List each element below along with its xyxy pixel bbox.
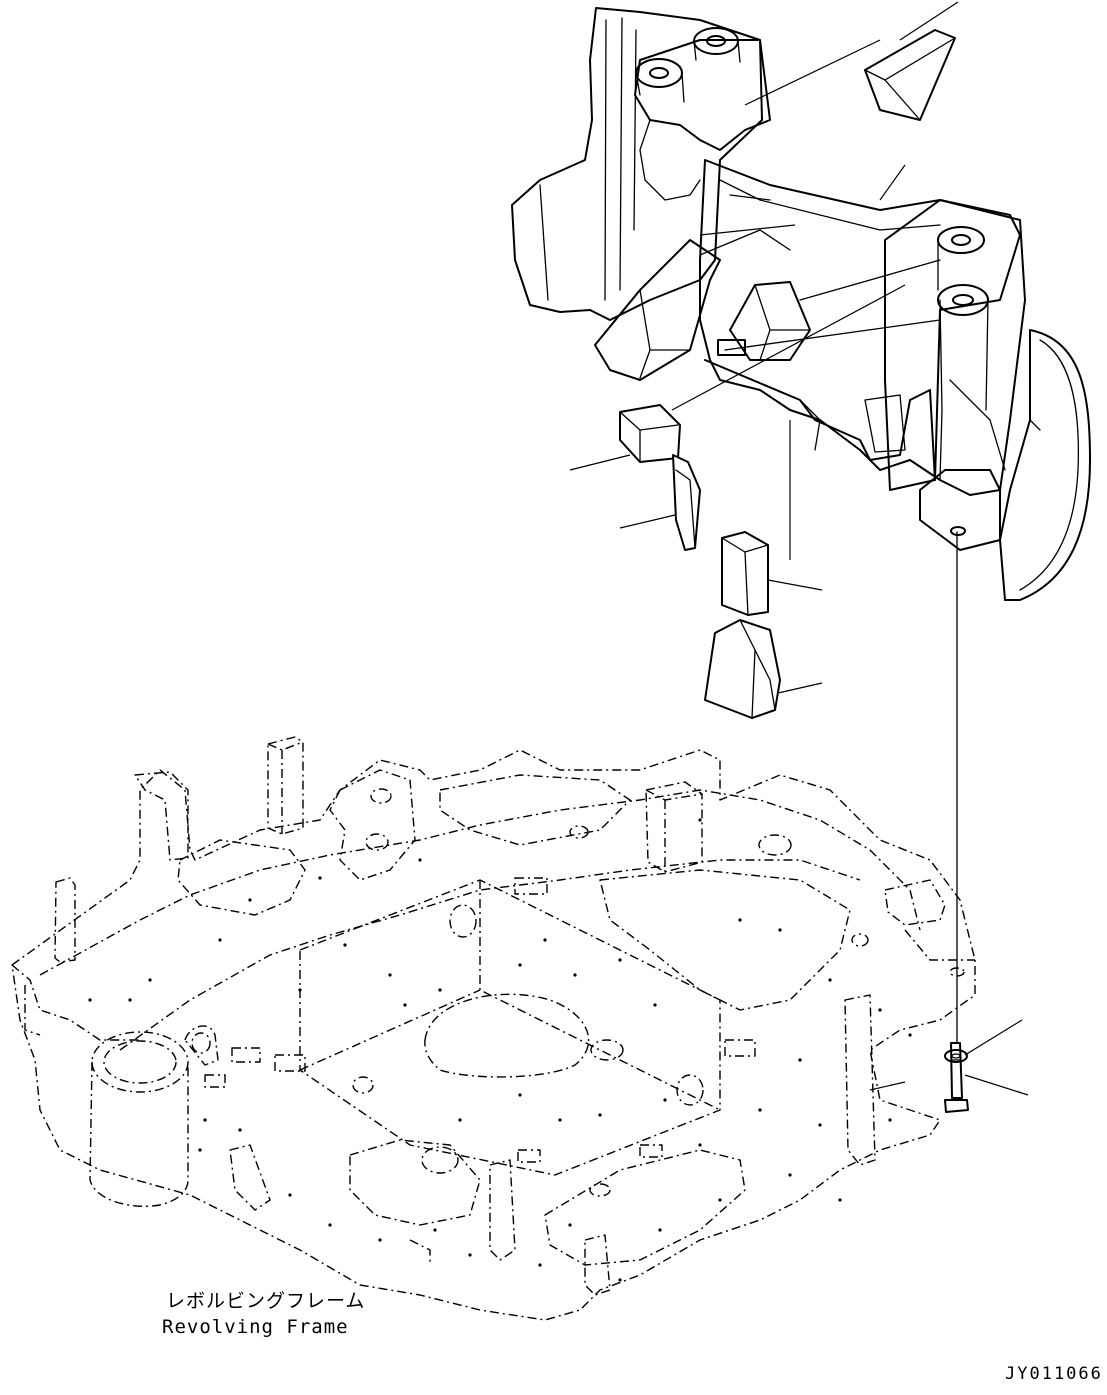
bolt bbox=[944, 1042, 969, 1113]
upper-assembly bbox=[511, 7, 1091, 601]
rivet-dots bbox=[88, 818, 912, 1282]
spacer-block-1 bbox=[619, 404, 681, 463]
leader-lines bbox=[569, 1, 1031, 1096]
drawing-code: JY011066 bbox=[1005, 1364, 1103, 1384]
revolving-frame bbox=[11, 736, 976, 1321]
spacer-block-2 bbox=[721, 531, 769, 616]
caption-english: Revolving Frame bbox=[162, 1316, 349, 1338]
wedge-plate bbox=[672, 454, 701, 551]
caption-japanese: レボルビングフレーム bbox=[166, 1290, 366, 1312]
tapered-block bbox=[704, 619, 781, 719]
top-block bbox=[864, 29, 956, 121]
